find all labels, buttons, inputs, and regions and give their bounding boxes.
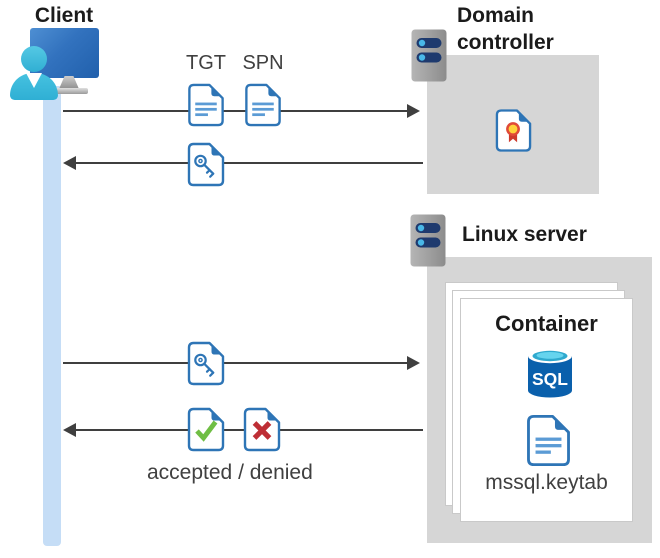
arrow-left-icon bbox=[63, 423, 76, 437]
arrow-client-to-dc-line bbox=[63, 110, 409, 112]
container-label: Container bbox=[495, 311, 598, 336]
arrow-client-to-linux-line bbox=[63, 362, 409, 364]
tgt-label: TGT bbox=[186, 52, 226, 74]
sql-badge-label: SQL bbox=[532, 369, 568, 389]
client-monitor-base bbox=[52, 88, 88, 94]
denied-document-icon bbox=[243, 407, 281, 452]
client-lifeline bbox=[43, 86, 61, 546]
domain-controller-label: Domain controller bbox=[457, 2, 627, 56]
arrow-right-icon bbox=[407, 104, 420, 118]
linux-server-icon bbox=[410, 214, 446, 267]
domain-controller-label-line1: Domain bbox=[457, 4, 535, 27]
linux-server-label: Linux server bbox=[462, 223, 587, 246]
client-label: Client bbox=[34, 4, 94, 27]
arrow-left-icon bbox=[63, 156, 76, 170]
spn-document-icon bbox=[245, 83, 281, 127]
tgt-document-icon bbox=[188, 83, 224, 127]
client-user-head bbox=[21, 46, 47, 72]
accepted-denied-label: accepted / denied bbox=[147, 461, 313, 484]
spn-label: SPN bbox=[242, 52, 284, 74]
certificate-document-icon bbox=[495, 109, 532, 152]
domain-controller-label-line2: controller bbox=[457, 31, 554, 54]
ticket-key-document-icon bbox=[187, 142, 225, 187]
ticket-key-document-icon bbox=[187, 341, 225, 386]
container-card-front bbox=[460, 298, 633, 522]
sql-database-icon: SQL bbox=[528, 348, 572, 398]
accepted-document-icon bbox=[187, 407, 225, 452]
domain-controller-server-icon bbox=[411, 29, 447, 82]
keytab-document-icon bbox=[527, 414, 570, 467]
arrow-dc-to-client-line bbox=[75, 162, 423, 164]
keytab-filename-label: mssql.keytab bbox=[485, 471, 608, 494]
arrow-right-icon bbox=[407, 356, 420, 370]
client-monitor-stand bbox=[59, 76, 79, 89]
